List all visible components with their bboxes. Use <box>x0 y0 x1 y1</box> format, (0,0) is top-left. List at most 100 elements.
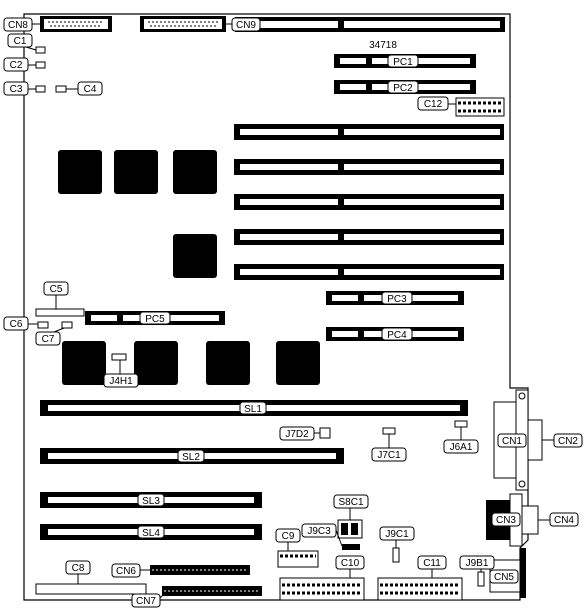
c3-part <box>35 85 46 93</box>
tag-pc2: PC2 <box>387 80 419 94</box>
j9c1-jumper <box>392 547 400 563</box>
j4h1-jumper <box>111 353 127 361</box>
tag-cn6: CN6 <box>111 563 150 578</box>
cn7-header <box>162 586 262 596</box>
j9b1-jumper <box>477 571 485 587</box>
svg-text:J7C1: J7C1 <box>377 450 401 461</box>
tag-sl4: SL4 <box>137 525 165 539</box>
tag-c8: C8 <box>65 560 91 584</box>
tag-c9: C9 <box>275 528 301 551</box>
svg-text:C5: C5 <box>50 284 63 295</box>
svg-text:SL2: SL2 <box>182 452 200 463</box>
svg-text:C10: C10 <box>341 558 360 569</box>
chip-upper-4 <box>173 234 217 278</box>
svg-text:CN8: CN8 <box>8 20 28 31</box>
c11-header <box>377 577 463 601</box>
cn9-connector <box>140 16 226 32</box>
svg-text:CN2: CN2 <box>558 436 578 447</box>
svg-text:CN4: CN4 <box>554 515 574 526</box>
tag-j4h1: J4H1 <box>103 360 139 388</box>
tag-pc3: PC3 <box>381 291 413 305</box>
svg-text:PC1: PC1 <box>393 57 413 68</box>
svg-text:C2: C2 <box>10 60 23 71</box>
c4-part <box>55 85 67 93</box>
svg-text:C6: C6 <box>10 319 23 330</box>
svg-text:J9C1: J9C1 <box>385 529 409 540</box>
tag-sl1: SL1 <box>239 401 267 415</box>
tag-s8c1: S8C1 <box>333 494 369 520</box>
tag-j6a1: J6A1 <box>443 427 479 454</box>
svg-text:C3: C3 <box>10 84 23 95</box>
tag-c6: C6 <box>3 316 38 331</box>
chip-upper-3 <box>173 150 217 194</box>
svg-text:J9C3: J9C3 <box>307 526 331 537</box>
svg-text:PC2: PC2 <box>393 83 413 94</box>
s8c1-switch <box>337 519 363 539</box>
tag-j9c1: J9C1 <box>379 526 415 548</box>
svg-text:C9: C9 <box>282 531 295 542</box>
expansion-slots-right <box>234 124 504 280</box>
cn6-header <box>150 565 250 575</box>
j7c1-jumper <box>382 427 396 435</box>
svg-text:PC5: PC5 <box>145 314 165 325</box>
tag-cn3: CN3 <box>491 512 521 527</box>
tag-j7c1: J7C1 <box>371 434 407 462</box>
c10-header <box>279 577 365 601</box>
svg-text:SL1: SL1 <box>244 404 262 415</box>
svg-text:C12: C12 <box>424 99 443 110</box>
svg-text:J7D2: J7D2 <box>285 429 309 440</box>
tag-c5: C5 <box>43 281 69 309</box>
c5-part <box>35 308 85 317</box>
svg-text:PC3: PC3 <box>387 294 407 305</box>
tag-c3: C3 <box>3 81 36 96</box>
tag-pc4: PC4 <box>381 327 413 341</box>
svg-text:SL4: SL4 <box>142 528 160 539</box>
tag-c4: C4 <box>66 81 103 96</box>
c9-header <box>277 550 319 568</box>
tag-cn4: CN4 <box>538 512 579 527</box>
c8-part <box>35 583 147 595</box>
tag-c12: C12 <box>417 96 456 111</box>
board-outline <box>23 13 529 601</box>
chip-lower-1 <box>62 341 106 385</box>
tag-cn1: CN1 <box>497 433 527 448</box>
svg-text:PC4: PC4 <box>387 330 407 341</box>
svg-text:C8: C8 <box>72 563 85 574</box>
svg-text:CN6: CN6 <box>116 566 136 577</box>
cn8-connector <box>40 16 112 32</box>
svg-text:S8C1: S8C1 <box>338 497 363 508</box>
tag-c7: C7 <box>35 327 65 346</box>
tag-j7d2: J7D2 <box>279 426 320 441</box>
board-number: 34718 <box>369 40 397 51</box>
svg-text:J4H1: J4H1 <box>109 376 133 387</box>
chip-lower-3 <box>206 341 250 385</box>
j6a1-jumper <box>454 420 468 428</box>
svg-text:C4: C4 <box>84 84 97 95</box>
tag-cn9: CN9 <box>226 17 261 32</box>
tag-c11: C11 <box>417 555 447 578</box>
svg-text:C7: C7 <box>42 334 55 345</box>
tag-sl3: SL3 <box>137 493 165 507</box>
chip-upper-2 <box>114 150 158 194</box>
tag-cn2: CN2 <box>542 433 583 448</box>
svg-text:CN5: CN5 <box>494 572 514 583</box>
tag-j9b1: J9B1 <box>459 555 495 572</box>
j7d2-jumper <box>319 427 331 439</box>
j9c3-jumper <box>342 544 360 550</box>
c1-part <box>35 46 46 54</box>
tag-j9c3: J9C3 <box>301 523 343 547</box>
c2-part <box>35 61 46 69</box>
svg-text:C11: C11 <box>423 558 441 569</box>
svg-text:J6A1: J6A1 <box>450 442 473 453</box>
tag-cn8: CN8 <box>3 17 40 32</box>
svg-text:C1: C1 <box>14 36 27 47</box>
tag-pc1: PC1 <box>387 54 419 68</box>
chip-upper-1 <box>58 150 102 194</box>
tag-c1: C1 <box>7 33 37 51</box>
tag-sl2: SL2 <box>177 449 205 463</box>
tag-c2: C2 <box>3 57 36 72</box>
svg-text:SL3: SL3 <box>142 496 160 507</box>
c12-header <box>455 97 505 117</box>
tag-cn5: CN5 <box>489 569 519 584</box>
